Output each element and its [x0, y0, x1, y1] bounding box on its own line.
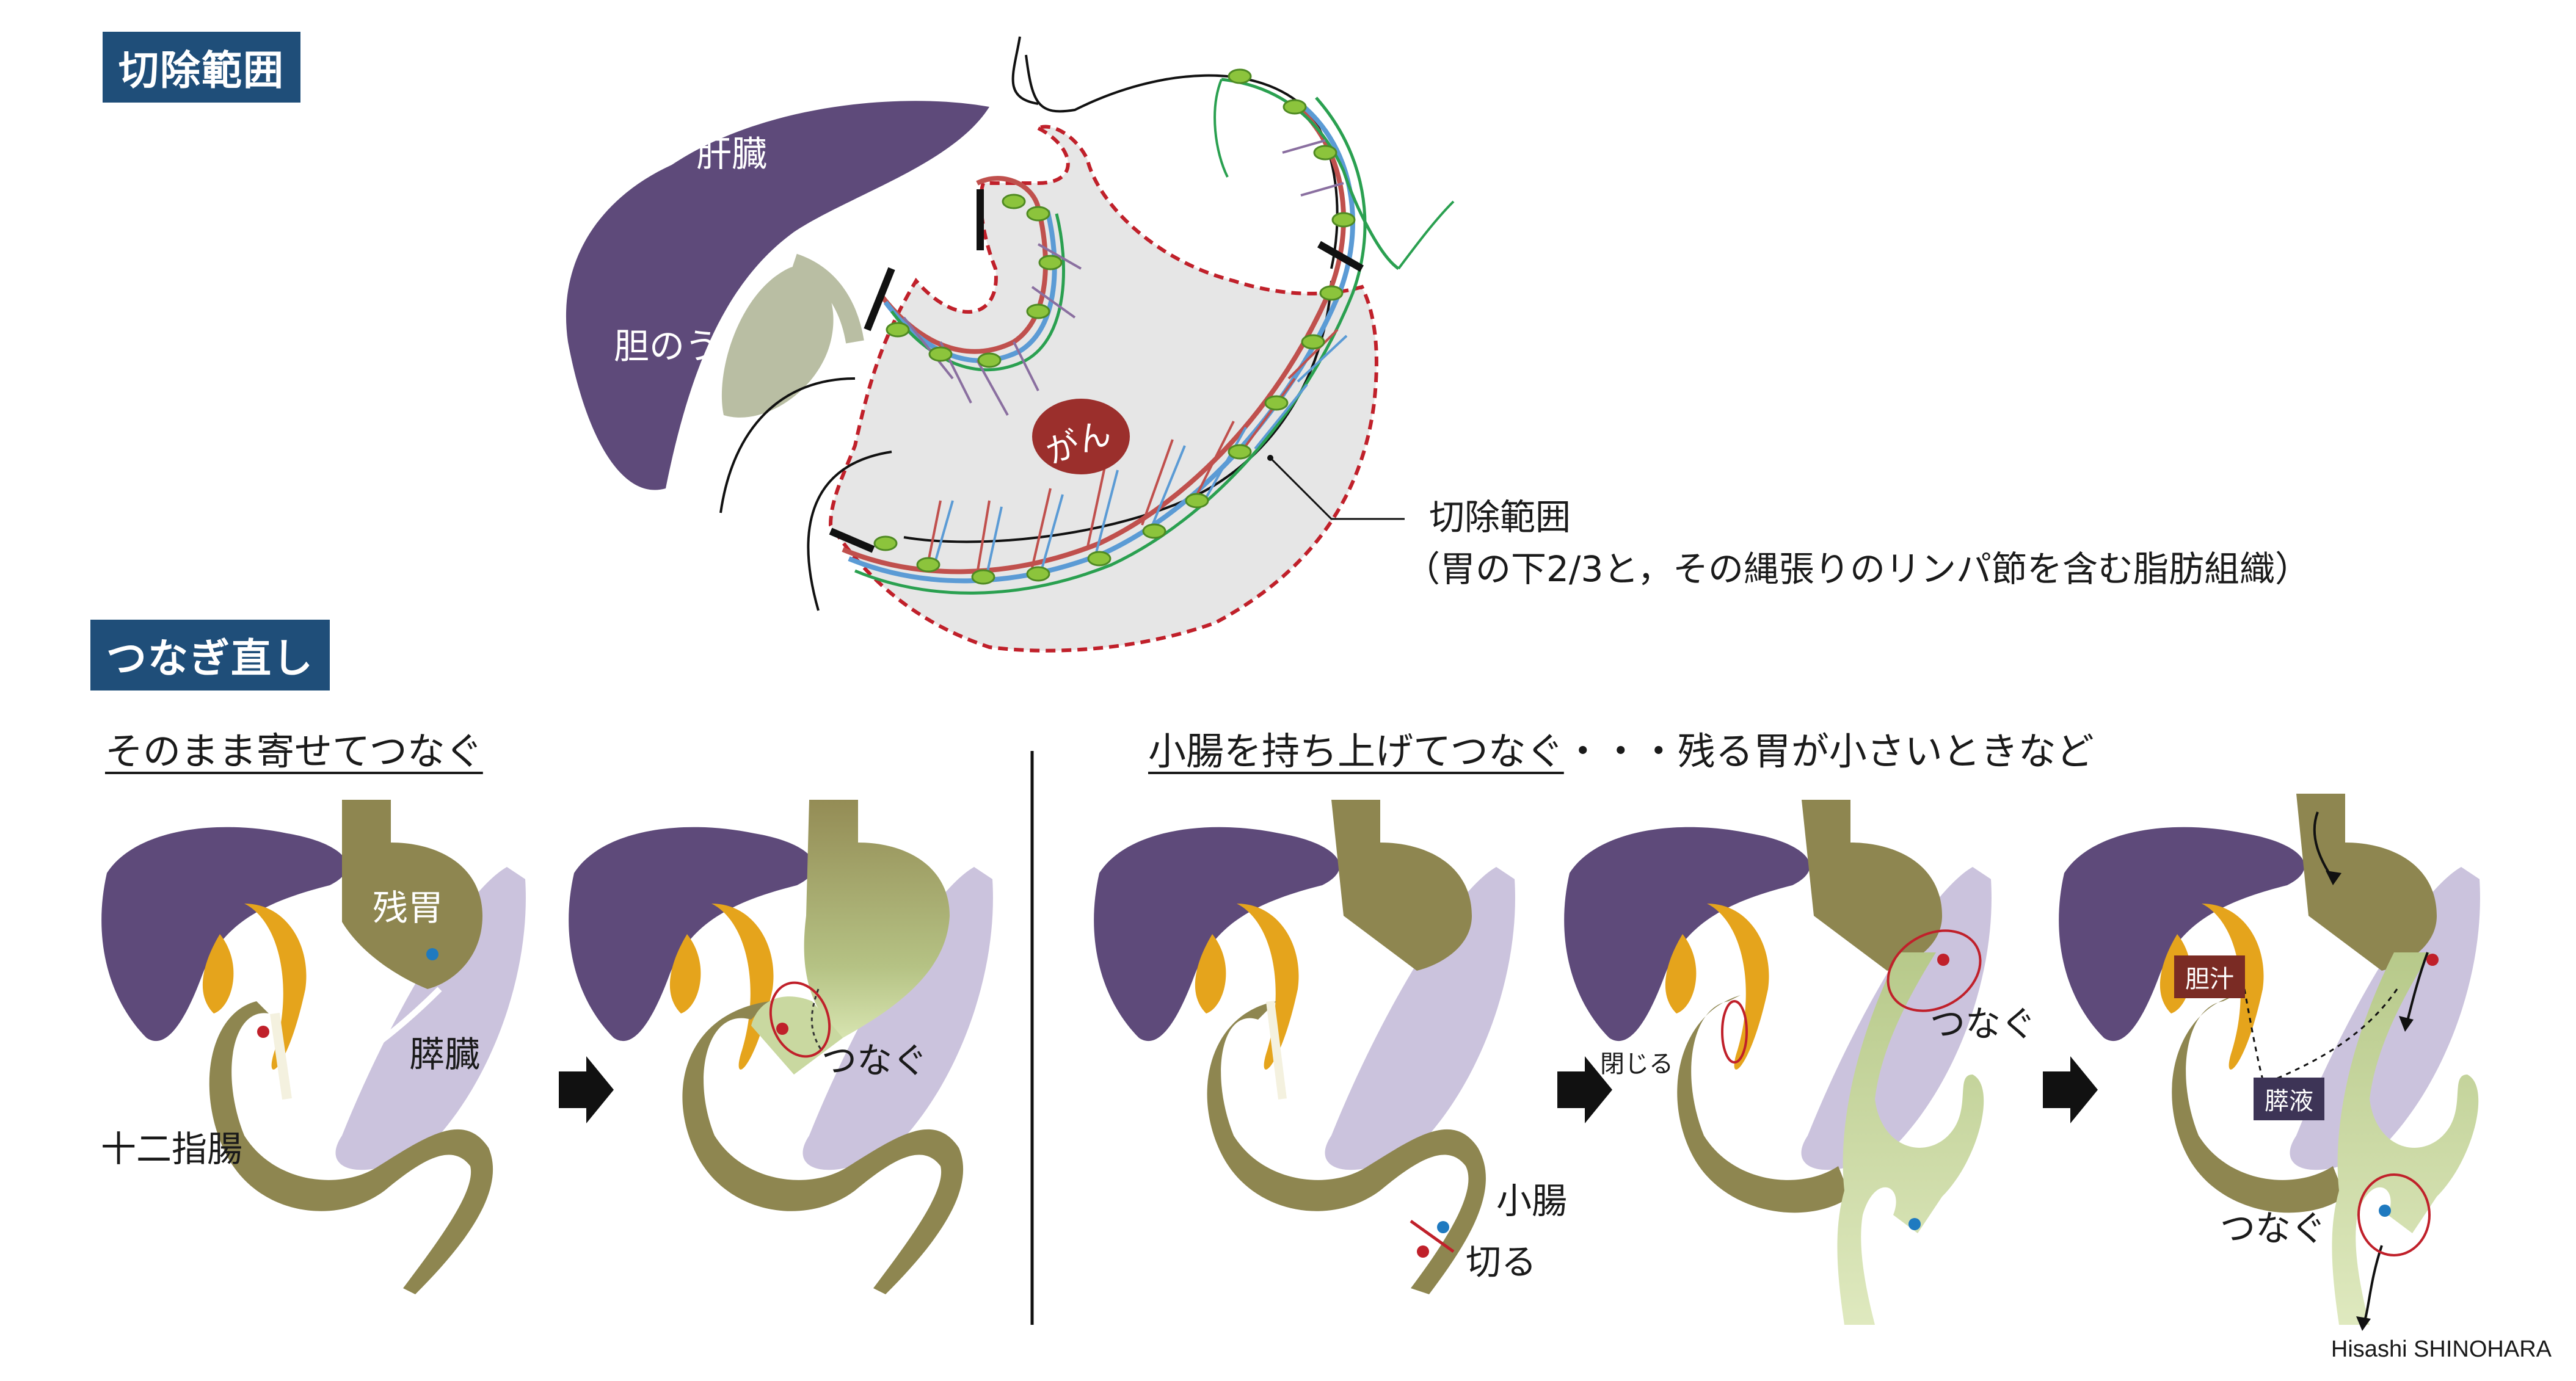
method-a-heading: そのまま寄せてつなぐ	[105, 729, 483, 774]
top-diagram	[566, 36, 1455, 653]
section-badge-reconnect: つなぎ直し	[90, 620, 330, 690]
panel-original	[101, 800, 526, 1294]
close-label: 閉じる	[1600, 1050, 1673, 1078]
arrow-right-icon	[1557, 1056, 1612, 1123]
cut-label: 切る	[1466, 1241, 1537, 1283]
gallbladder-shape	[721, 266, 834, 418]
pancreatic-juice-tag: 膵液	[2254, 1078, 2324, 1120]
liver-shape	[566, 101, 989, 490]
arrow-right-icon	[559, 1056, 614, 1123]
liver-label: 肝臓	[696, 133, 768, 175]
resection-area	[828, 125, 1378, 653]
panel-direct	[569, 800, 993, 1294]
small-intestine-label: 小腸	[1496, 1180, 1568, 1222]
connect-label-b2: つなぐ	[2220, 1208, 2327, 1249]
panel-roux-final	[2059, 794, 2480, 1331]
cut-markers	[829, 189, 1364, 553]
arrow-right-icon	[2043, 1056, 2098, 1123]
remnant-stomach-label: 残胃	[373, 887, 444, 929]
duodenum-label: 十二指腸	[101, 1128, 243, 1170]
section-badge-resection: 切除範囲	[103, 32, 300, 103]
connect-label-b1: つなぐ	[1930, 1003, 2037, 1045]
gallbladder-label: 胆のう	[614, 325, 721, 367]
connect-label-a: つなぐ	[821, 1040, 928, 1081]
pancreas-label: 膵臓	[409, 1034, 481, 1075]
bile-tag: 胆汁	[2174, 955, 2245, 998]
panel-roux-raise	[1564, 800, 1992, 1325]
method-b-heading: 小腸を持ち上げてつなぐ・・・残る胃が小さいときなど	[1148, 729, 2094, 774]
resection-area-label: 切除範囲	[1429, 496, 1571, 538]
author-credit: Hisashi SHINOHARA	[2330, 1336, 2552, 1362]
lymph-nodes	[873, 68, 1356, 585]
cancer-mass	[1032, 399, 1130, 474]
flow-arrows	[559, 1056, 2098, 1123]
resection-area-note: （胃の下2/3と，その縄張りのリンパ節を含む脂肪組織）	[1405, 548, 2311, 590]
panel-roux-before	[1094, 800, 1515, 1294]
